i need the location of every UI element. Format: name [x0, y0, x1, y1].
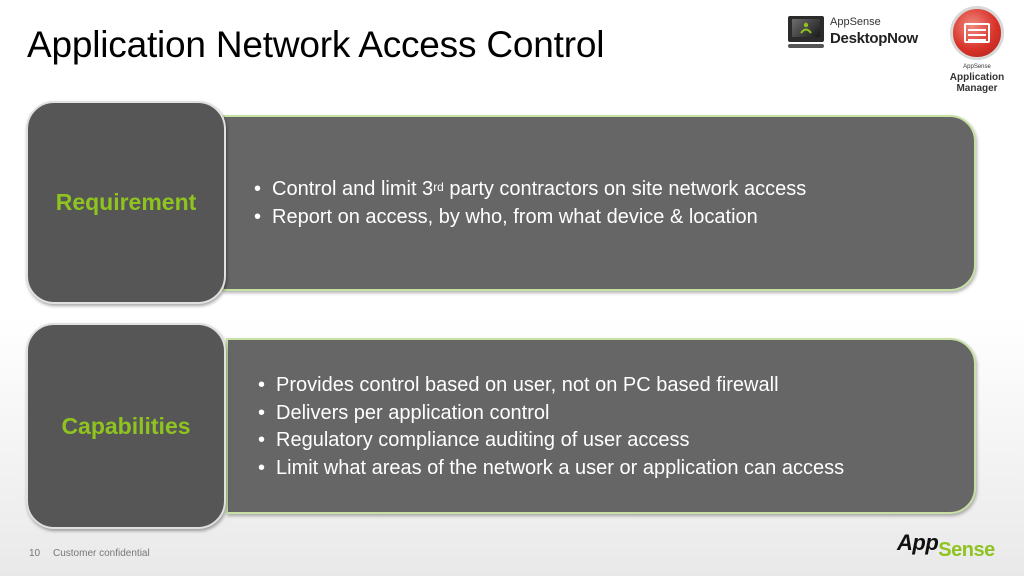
document-icon	[964, 23, 990, 43]
monitor-icon	[788, 16, 824, 42]
capabilities-bullet-1: Provides control based on user, not on P…	[258, 372, 844, 400]
brand-app-text: App	[897, 530, 939, 555]
capabilities-bullet-2: Delivers per application control	[258, 400, 844, 428]
requirement-content-panel: Control and limit 3rd party contractors …	[222, 115, 976, 291]
requirement-bullet-list: Control and limit 3rd party contractors …	[254, 176, 806, 231]
appsense-brand-logo: AppSense	[897, 530, 995, 561]
desktopnow-brand-small: AppSense	[830, 16, 881, 28]
requirement-bullet-1: Control and limit 3rd party contractors …	[254, 176, 806, 204]
requirement-label-box: Requirement	[26, 101, 226, 304]
leaf-icon	[800, 22, 812, 34]
app-manager-brand-small: AppSense	[963, 64, 991, 70]
capabilities-content-panel: Provides control based on user, not on P…	[226, 338, 976, 514]
desktopnow-logo: AppSense DesktopNow	[788, 14, 928, 54]
monitor-stand	[788, 44, 824, 48]
page-number: 10	[29, 548, 41, 559]
app-manager-brand-name: Application Manager	[944, 72, 1010, 94]
confidentiality-note: Customer confidential	[53, 548, 150, 559]
requirement-label: Requirement	[55, 189, 197, 215]
capabilities-bullet-3: Regulatory compliance auditing of user a…	[258, 427, 844, 455]
brand-sense-text: Sense	[938, 539, 995, 561]
capabilities-label: Capabilities	[61, 412, 191, 439]
capabilities-bullet-list: Provides control based on user, not on P…	[258, 372, 844, 482]
capabilities-bullet-4: Limit what areas of the network a user o…	[258, 455, 844, 483]
application-manager-logo: AppSense Application Manager	[944, 6, 1010, 98]
app-manager-icon	[950, 6, 1004, 60]
desktopnow-brand-name: DesktopNow	[830, 30, 918, 47]
requirement-bullet-2: Report on access, by who, from what devi…	[254, 204, 806, 232]
capabilities-label-box: Capabilities	[26, 323, 226, 529]
app-manager-line2: Manager	[956, 83, 998, 94]
app-manager-line1: Application	[949, 72, 1005, 83]
slide-title: Application Network Access Control	[27, 24, 605, 65]
